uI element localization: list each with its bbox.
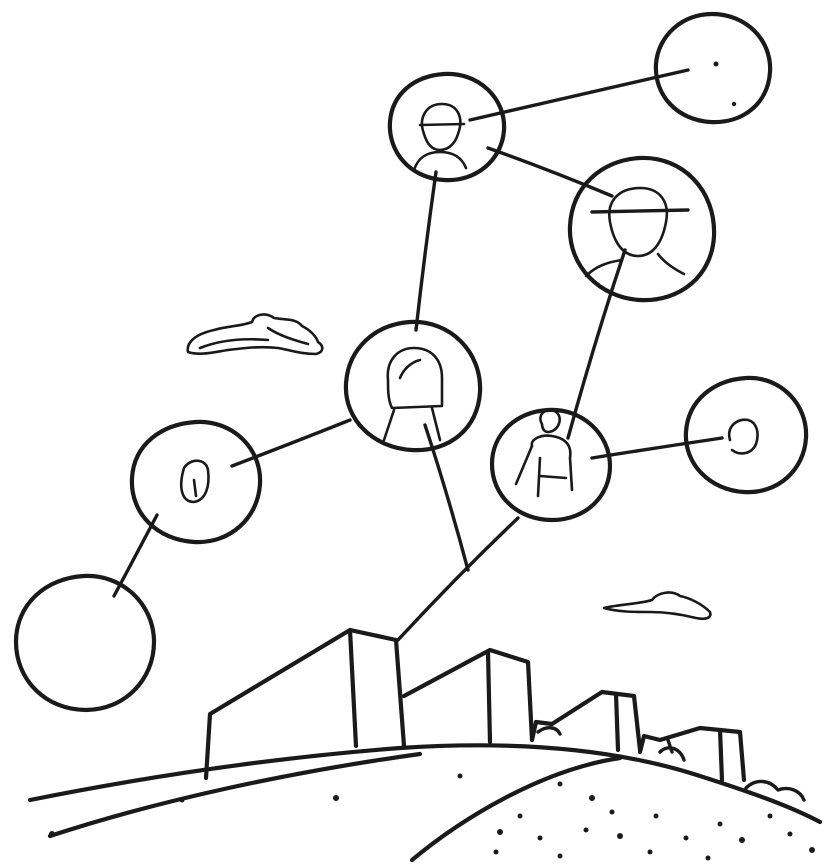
node-person-top bbox=[390, 74, 504, 180]
clouds bbox=[188, 315, 711, 619]
connection-line bbox=[232, 420, 350, 466]
connection-line bbox=[416, 172, 436, 330]
person-icon bbox=[422, 104, 460, 150]
network-connections bbox=[114, 70, 722, 640]
building-3 bbox=[532, 692, 640, 750]
building-2 bbox=[404, 650, 532, 740]
node-person-left bbox=[132, 422, 260, 542]
building-5 bbox=[746, 781, 804, 800]
hill-outline bbox=[30, 745, 820, 822]
person-icon bbox=[729, 420, 757, 454]
node-person-center bbox=[346, 322, 480, 450]
node-person-standing bbox=[492, 410, 610, 520]
hat-brim bbox=[592, 210, 688, 212]
mark-dot bbox=[714, 62, 719, 67]
person-icon bbox=[540, 410, 559, 432]
node-person-right bbox=[686, 378, 806, 492]
node-person-hat bbox=[570, 158, 714, 300]
person-icon bbox=[609, 188, 667, 256]
connection-line bbox=[488, 148, 612, 196]
node-empty-top-right bbox=[656, 14, 770, 122]
cloud-left bbox=[188, 315, 323, 354]
cloud-right bbox=[604, 593, 710, 619]
hill bbox=[30, 745, 820, 860]
node-empty-bottom-left bbox=[16, 576, 154, 710]
mark-dot bbox=[732, 102, 736, 106]
network-nodes bbox=[16, 14, 806, 710]
connection-line bbox=[592, 438, 722, 458]
person-icon bbox=[388, 348, 442, 408]
connection-line bbox=[568, 250, 625, 438]
